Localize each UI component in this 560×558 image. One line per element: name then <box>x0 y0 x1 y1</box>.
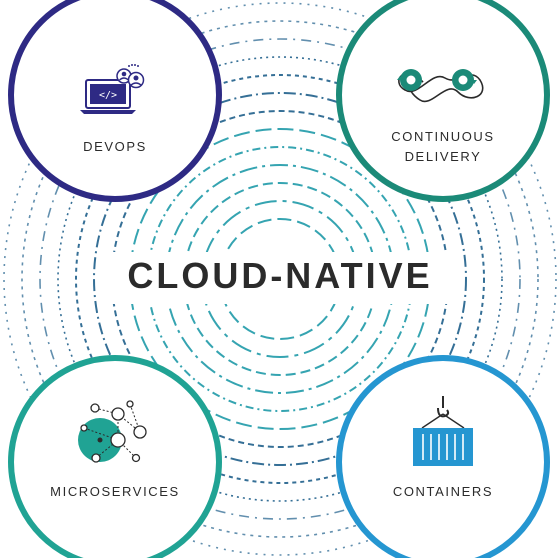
microservices-label: MICROSERVICES <box>15 482 215 502</box>
container-crane-icon <box>413 396 473 466</box>
dashed-ring <box>3 2 557 556</box>
devops-label: DEVOPS <box>15 137 215 157</box>
microservices-node <box>8 355 222 558</box>
devops-node: </> <box>8 0 222 202</box>
dashed-ring <box>57 56 503 502</box>
concentric-dashed-rings <box>3 2 557 556</box>
devops-laptop-icon: </> <box>80 64 145 114</box>
continuous-delivery-node <box>336 0 550 202</box>
dashed-ring <box>75 74 485 484</box>
microservices-label-text: MICROSERVICES <box>50 484 180 499</box>
dashed-ring <box>39 38 521 520</box>
center-title: CLOUD-NATIVE <box>127 255 433 296</box>
dashed-ring <box>21 20 539 538</box>
devops-label-text: DEVOPS <box>83 139 147 154</box>
continuous-delivery-circle <box>336 0 550 202</box>
containers-node <box>336 355 550 558</box>
continuous-delivery-label: CONTINUOUS DELIVERY <box>343 127 543 167</box>
microservices-network-icon <box>78 400 147 463</box>
continuous-delivery-label-line1: CONTINUOUS <box>391 129 495 144</box>
containers-label: CONTAINERS <box>343 482 543 502</box>
continuous-delivery-label-line2: DELIVERY <box>404 149 482 164</box>
title-backdrop <box>110 252 450 304</box>
dashed-ring <box>93 92 467 466</box>
svg-text:</>: </> <box>99 90 117 101</box>
containers-label-text: CONTAINERS <box>392 484 494 499</box>
gears-infinity-icon <box>397 69 484 103</box>
microservices-circle <box>8 355 222 558</box>
